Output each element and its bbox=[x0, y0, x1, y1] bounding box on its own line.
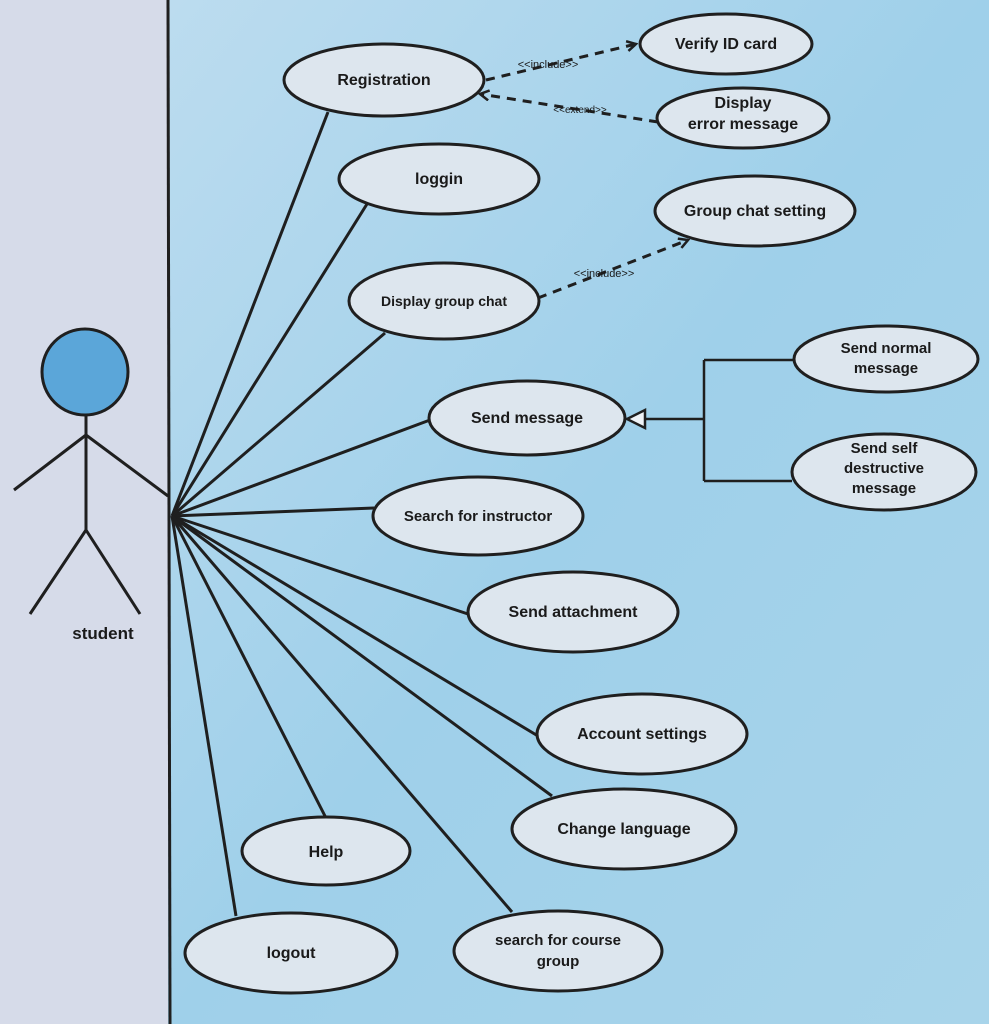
uc-send-normal-line2: message bbox=[854, 360, 918, 377]
uc-search-for-instructor: Search for instructor bbox=[371, 475, 585, 557]
include-label-verify: <<include>> bbox=[518, 59, 579, 71]
include-group-setting-line bbox=[537, 240, 688, 300]
uc-account-settings: Account settings bbox=[535, 692, 749, 776]
uc-loggin-label: loggin bbox=[415, 171, 463, 188]
uc-display-error-line1: Display bbox=[715, 95, 772, 112]
uc-send-normal-message: Send normal message bbox=[792, 324, 980, 394]
uc-display-error-message: Display error message bbox=[655, 86, 831, 150]
uc-display-error-line2: error message bbox=[688, 116, 798, 133]
actor-name: student bbox=[72, 624, 134, 643]
dependency-lines bbox=[480, 44, 688, 300]
uc-send-message-label: Send message bbox=[471, 410, 583, 427]
uc-verify-id-card: Verify ID card bbox=[638, 12, 814, 76]
uc-search-instructor-label: Search for instructor bbox=[404, 508, 553, 525]
include-verify-line bbox=[485, 44, 636, 82]
uc-search-course-line1: search for course bbox=[495, 932, 621, 949]
uc-send-self-destructive-message: Send self destructive message bbox=[790, 432, 978, 512]
uc-send-self-line2: destructive bbox=[844, 460, 924, 477]
actor-student: student bbox=[13, 327, 169, 643]
uc-change-language: Change language bbox=[510, 787, 738, 871]
actor-left-leg bbox=[28, 529, 88, 615]
uc-send-attachment: Send attachment bbox=[466, 570, 680, 654]
extend-label-error: <<extend>> bbox=[553, 105, 607, 116]
assoc-send-message bbox=[171, 418, 431, 518]
actor-right-leg bbox=[84, 529, 142, 615]
uc-display-group-chat-label: Display group chat bbox=[381, 293, 507, 309]
uc-account-settings-label: Account settings bbox=[577, 726, 707, 743]
uc-loggin: loggin bbox=[337, 142, 541, 216]
uc-send-self-line3: message bbox=[852, 480, 916, 497]
assoc-send-attachment bbox=[171, 514, 469, 616]
uc-registration: Registration bbox=[282, 42, 486, 118]
uc-send-attachment-label: Send attachment bbox=[509, 604, 639, 621]
assoc-change-language bbox=[171, 514, 553, 798]
uc-display-group-chat: Display group chat bbox=[347, 261, 541, 341]
assoc-logout bbox=[170, 515, 238, 917]
assoc-search-course-group bbox=[170, 515, 514, 913]
uc-send-normal-line1: Send normal bbox=[841, 340, 932, 357]
assoc-registration bbox=[170, 111, 330, 517]
gen-triangle bbox=[624, 407, 647, 431]
associations bbox=[170, 111, 553, 917]
uc-send-self-line1: Send self bbox=[851, 440, 919, 457]
assoc-display-group-chat bbox=[171, 331, 386, 518]
include-label-group-setting: <<include>> bbox=[574, 268, 635, 280]
uc-change-language-label: Change language bbox=[557, 821, 690, 838]
uc-logout-label: logout bbox=[267, 945, 317, 962]
left-panel bbox=[0, 0, 168, 1024]
actor-right-arm bbox=[85, 433, 169, 498]
uc-group-chat-setting-label: Group chat setting bbox=[684, 203, 826, 220]
extend-error-line bbox=[480, 94, 659, 124]
assoc-account-settings bbox=[171, 514, 539, 738]
uc-help: Help bbox=[240, 815, 412, 887]
use-cases: Registration Verify ID card Display erro… bbox=[183, 12, 980, 995]
uc-registration-label: Registration bbox=[337, 72, 430, 89]
generalization bbox=[624, 358, 794, 483]
uc-search-for-course-group: search for course group bbox=[452, 909, 664, 993]
assoc-loggin bbox=[170, 203, 369, 517]
actor-left-arm bbox=[13, 433, 87, 492]
actor-head bbox=[40, 327, 130, 417]
uc-group-chat-setting: Group chat setting bbox=[653, 174, 857, 248]
system-boundary bbox=[166, 0, 172, 1024]
uc-send-message: Send message bbox=[427, 379, 627, 457]
assoc-help bbox=[170, 515, 328, 819]
uc-logout: logout bbox=[183, 911, 399, 995]
assoc-search-instructor bbox=[171, 506, 375, 518]
uc-verify-id-card-label: Verify ID card bbox=[675, 36, 777, 53]
uc-help-label: Help bbox=[309, 844, 344, 861]
uc-search-course-line2: group bbox=[537, 953, 580, 970]
